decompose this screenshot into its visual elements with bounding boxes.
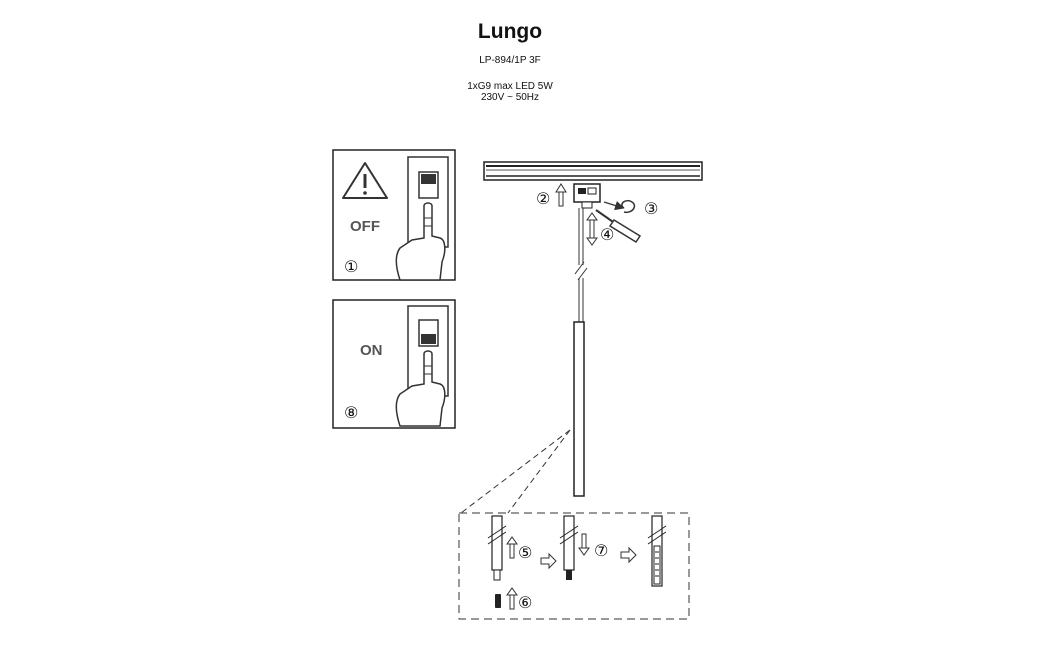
pointing-hand-icon <box>395 202 446 281</box>
off-label: OFF <box>350 218 380 235</box>
tube-detail-3 <box>647 515 667 587</box>
step-8-marker: ⑧ <box>344 403 358 422</box>
g9-bulb-icon <box>495 594 501 608</box>
pendant-tube <box>573 321 585 497</box>
on-label: ON <box>360 342 383 359</box>
rotate-arrow-icon <box>603 199 636 214</box>
down-arrow-icon <box>578 533 590 556</box>
product-title: Lungo <box>477 20 543 43</box>
on-panel: ON ⑧ <box>332 299 456 429</box>
tube-detail-1 <box>487 515 507 581</box>
up-arrow-icon <box>506 536 518 559</box>
tube-detail-2 <box>559 515 579 580</box>
step-3-marker: ③ <box>644 199 658 218</box>
pointing-hand-icon <box>395 350 446 427</box>
up-arrow-icon <box>506 587 518 610</box>
updown-arrow-icon <box>586 212 598 246</box>
screwdriver-icon <box>595 209 642 244</box>
step-6-marker: ⑥ <box>518 593 532 612</box>
off-panel: OFF ① <box>332 149 456 281</box>
spec-voltage: 230V ~ 50Hz <box>480 92 540 103</box>
step-1-marker: ① <box>344 257 358 276</box>
model-code: LP-894/1P 3F <box>479 55 541 66</box>
detail-box <box>458 512 690 620</box>
step-2-marker: ② <box>536 189 550 208</box>
right-arrow-icon <box>620 546 637 564</box>
step-4-marker: ④ <box>600 225 614 244</box>
track-adapter <box>573 183 601 209</box>
right-arrow-icon <box>540 552 557 570</box>
warning-icon <box>342 162 388 199</box>
spec-power: 1xG9 max LED 5W <box>467 81 553 92</box>
suspension-cable <box>574 208 588 322</box>
up-arrow-icon <box>555 183 567 207</box>
track-rail <box>483 161 703 181</box>
step-7-marker: ⑦ <box>594 541 608 560</box>
step-5-marker: ⑤ <box>518 543 532 562</box>
